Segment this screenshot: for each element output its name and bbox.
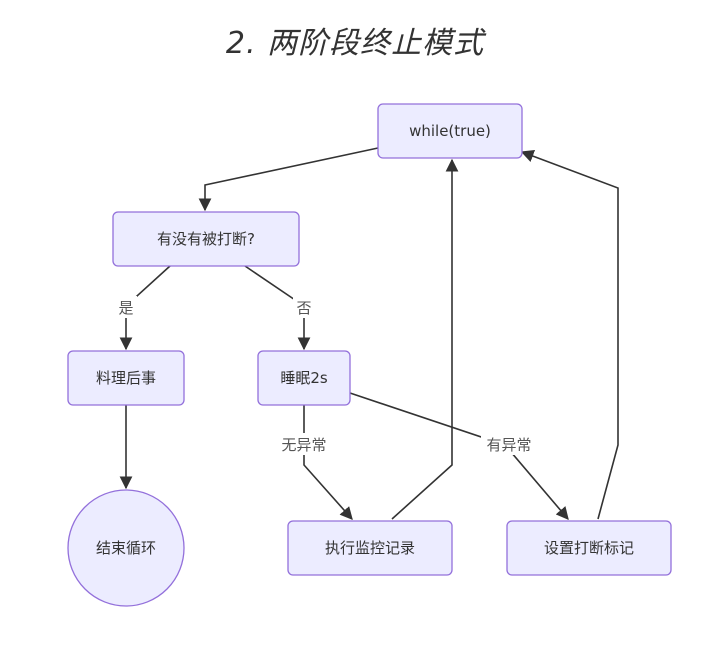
node-set-interrupt-flag-label: 设置打断标记 <box>544 539 634 557</box>
node-cleanup: 料理后事 <box>67 350 185 406</box>
edge-label-no-group: 否 <box>293 296 315 318</box>
node-monitor-record: 执行监控记录 <box>287 520 453 576</box>
node-interrupted-check: 有没有被打断? <box>112 211 300 267</box>
edge-sleep-to-monitor <box>303 405 353 520</box>
node-end-loop: 结束循环 <box>67 489 185 607</box>
page-title: 2. 两阶段终止模式 <box>225 26 485 61</box>
edge-label-yes-group: 是 <box>115 296 137 318</box>
edge-setflag-to-while <box>520 150 619 520</box>
edge-monitor-to-while <box>391 158 459 520</box>
edge-sleep-to-setflag <box>349 392 569 520</box>
node-sleep-label: 睡眠2s <box>280 369 328 387</box>
node-end-loop-label: 结束循环 <box>96 539 156 557</box>
edge-label-yes: 是 <box>118 299 133 317</box>
edge-label-has-exception: 有异常 <box>486 436 531 454</box>
node-interrupted-check-label: 有没有被打断? <box>157 230 255 248</box>
edge-label-no-exception-group: 无异常 <box>276 433 332 455</box>
edge-label-no: 否 <box>296 299 311 317</box>
node-sleep: 睡眠2s <box>257 350 351 406</box>
node-cleanup-label: 料理后事 <box>96 369 156 387</box>
edge-while-to-check <box>198 147 379 212</box>
edge-label-no-exception: 无异常 <box>281 436 326 454</box>
node-while-true: while(true) <box>377 103 523 159</box>
edges <box>119 147 619 520</box>
edge-label-has-exception-group: 有异常 <box>481 433 537 455</box>
node-while-true-label: while(true) <box>409 122 491 140</box>
node-set-interrupt-flag: 设置打断标记 <box>506 520 672 576</box>
node-monitor-record-label: 执行监控记录 <box>325 539 415 557</box>
